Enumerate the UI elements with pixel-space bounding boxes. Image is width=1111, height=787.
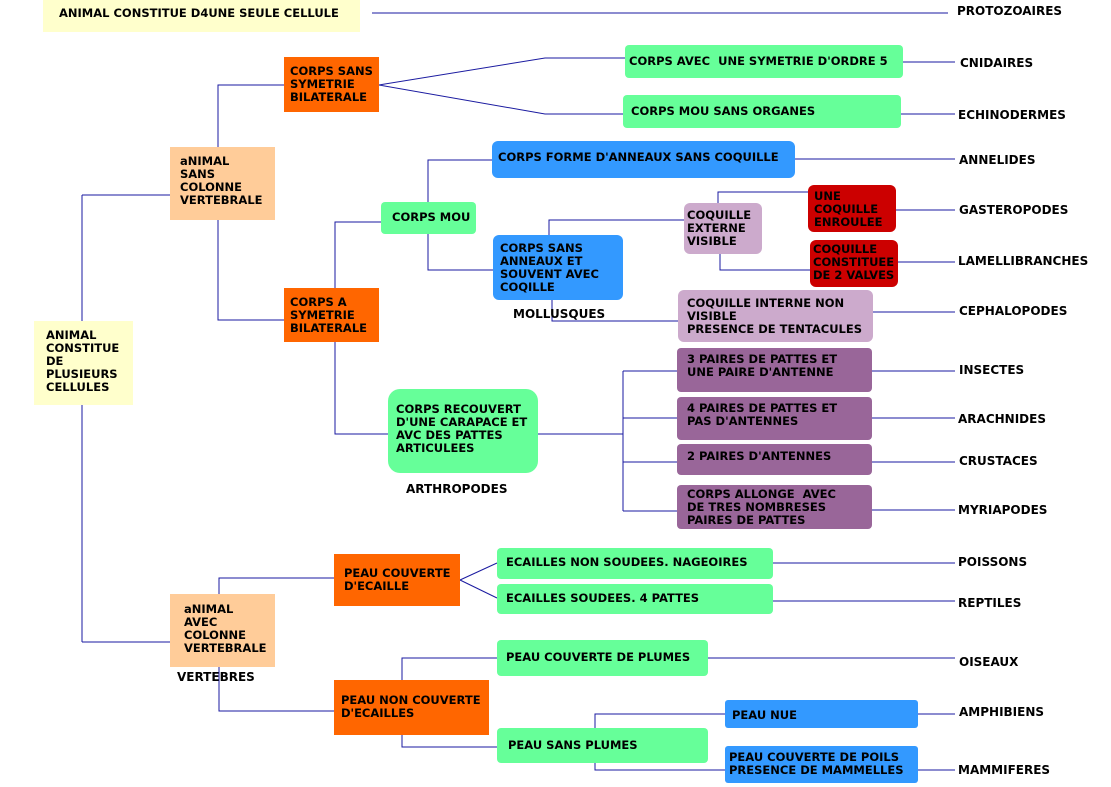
- node-sym5: CORPS AVEC UNE SYMETRIE D'ORDRE 5: [625, 45, 903, 78]
- node-feathers: PEAU COUVERTE DE PLUMES: [497, 640, 708, 676]
- caption-arthropods: ARTHROPODES: [406, 482, 508, 496]
- node-bare-skin: PEAU NUE: [725, 700, 918, 728]
- connector: [717, 191, 810, 271]
- leaf-birds: OISEAUX: [959, 655, 1019, 669]
- node-carapace: CORPS RECOUVERT D'UNE CARAPACE ET AVC DE…: [388, 389, 538, 473]
- node-no-feathers: PEAU SANS PLUMES: [497, 728, 708, 763]
- node-no-rings: CORPS SANS ANNEAUX ET SOUVENT AVEC COQIL…: [493, 235, 623, 300]
- connector: [459, 562, 498, 599]
- node-spine: aNIMAL AVEC COLONNE VERTEBRALE: [170, 594, 275, 667]
- node-fish-trait: ECAILLES NON SOUDEES. NAGEOIRES: [497, 548, 773, 579]
- leaf-annelids: ANNELIDES: [959, 153, 1036, 167]
- node-crustaceans-trait: 2 PAIRES D'ANTENNES: [677, 444, 872, 475]
- connector: [401, 657, 497, 748]
- leaf-echinoderms: ECHINODERMES: [958, 108, 1066, 122]
- node-no-bilateral: CORPS SANS SYMETRIE BILATERALE: [284, 57, 379, 112]
- connector: [594, 713, 725, 771]
- node-no-spine: aNIMAL SANS COLONNE VERTEBRALE: [170, 147, 275, 220]
- leaf-arachnids: ARACHNIDES: [958, 412, 1046, 426]
- leaf-reptiles: REPTILES: [958, 596, 1022, 610]
- node-bilateral: CORPS A SYMETRIE BILATERALE: [284, 288, 379, 342]
- node-scales: PEAU COUVERTE D'ECAILLE: [334, 554, 460, 606]
- connector: [901, 61, 955, 115]
- node-no-scales: PEAU NON COUVERTE D'ECAILLES: [334, 680, 489, 735]
- leaf-protozoa: PROTOZOAIRES: [957, 4, 1063, 18]
- node-soft-no-organs: CORPS MOU SANS ORGANES: [623, 95, 901, 128]
- caption-mollusks: MOLLUSQUES: [513, 307, 606, 321]
- node-internal-shell: COQUILLE INTERNE NON VISIBLE PRESENCE DE…: [678, 290, 873, 342]
- caption-vertebrates: VERTEBRES: [177, 670, 255, 684]
- connector: [773, 562, 955, 602]
- node-insects-trait: 3 PAIRES DE PATTES ET UNE PAIRE D'ANTENN…: [677, 348, 872, 392]
- leaf-cephalopods: CEPHALOPODES: [959, 304, 1068, 318]
- leaf-insects: INSECTES: [959, 363, 1025, 377]
- node-coiled-shell: UNE COQUILLE ENROULEE: [808, 185, 896, 232]
- connector: [872, 370, 955, 511]
- connector: [918, 713, 955, 771]
- leaf-mammals: MAMMIFERES: [958, 763, 1051, 777]
- node-hair: PEAU COUVERTE DE POILS PRESENCE DE MAMME…: [725, 746, 918, 783]
- connector: [334, 221, 388, 435]
- leaf-crustaceans: CRUSTACES: [959, 454, 1038, 468]
- node-multicellular: ANIMAL CONSTITUE DE PLUSIEURS CELLULES: [34, 321, 133, 405]
- node-external-shell: COQUILLE EXTERNE VISIBLE: [684, 203, 762, 254]
- leaf-cnidaria: CNIDAIRES: [960, 56, 1034, 70]
- leaf-fish: POISSONS: [958, 555, 1028, 569]
- connector: [427, 159, 493, 271]
- leaf-lamellibranchs: LAMELLIBRANCHES: [958, 254, 1089, 268]
- node-soft-body: CORPS MOU: [381, 202, 476, 234]
- node-two-valves: COQUILLE CONSTITUEE DE 2 VALVES: [810, 240, 898, 287]
- connector: [218, 577, 334, 712]
- node-myriapods-trait: CORPS ALLONGE AVEC DE TRES NOMBRESES PAI…: [677, 485, 872, 529]
- leaf-gastropods: GASTEROPODES: [959, 203, 1069, 217]
- connector: [623, 370, 677, 512]
- connector: [217, 84, 284, 321]
- node-arachnids-trait: 4 PAIRES DE PATTES ET PAS D'ANTENNES: [677, 397, 872, 440]
- node-unicellular: ANIMAL CONSTITUE D4UNE SEULE CELLULE: [43, 0, 360, 32]
- connector: [34, 194, 170, 643]
- node-reptile-trait: ECAILLES SOUDEES. 4 PATTES: [497, 584, 773, 614]
- connector: [378, 57, 625, 115]
- leaf-amphibians: AMPHIBIENS: [959, 705, 1045, 719]
- node-rings: CORPS FORME D'ANNEAUX SANS COQUILLE: [492, 141, 795, 178]
- connector: [873, 209, 955, 313]
- leaf-myriapods: MYRIAPODES: [958, 503, 1048, 517]
- connector: [538, 371, 624, 511]
